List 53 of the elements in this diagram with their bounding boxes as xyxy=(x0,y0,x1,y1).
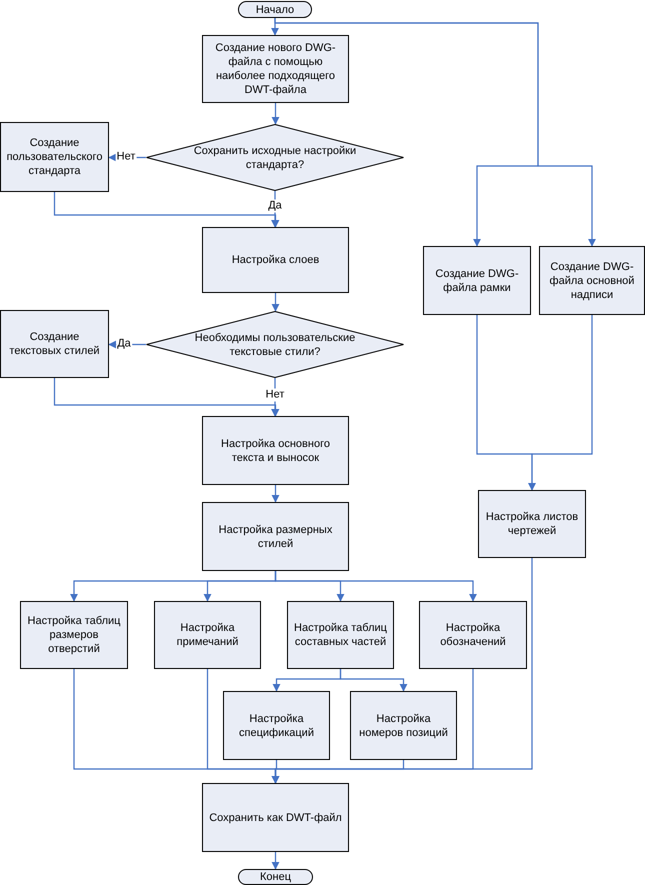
step-text: Создание нового DWG-файла с помощью наиболее подходящего DWT-файла xyxy=(214,41,337,97)
edge-label: Да xyxy=(267,200,283,212)
process-box xyxy=(202,416,349,485)
edge-label: Да xyxy=(116,338,132,350)
step-text: Настройка спецификаций xyxy=(238,712,315,740)
terminal-text: Начало xyxy=(256,2,294,16)
step-text: Создание пользовательского стандарта xyxy=(6,136,104,178)
arrow xyxy=(272,852,280,870)
process-box xyxy=(20,601,128,669)
arrow xyxy=(528,315,593,491)
arrow xyxy=(272,485,280,503)
arrow xyxy=(272,293,280,312)
process-box xyxy=(202,227,349,293)
edge-label: Нет xyxy=(116,150,136,164)
arrow xyxy=(340,669,408,692)
step-text: Настройка листов чертежей xyxy=(484,510,580,538)
process-box xyxy=(539,246,645,315)
process-box xyxy=(223,691,330,760)
step-text: Настройка обозначений xyxy=(439,621,507,649)
arrow xyxy=(274,571,477,602)
step-text: Настройка слоев xyxy=(232,253,320,267)
terminal-pill xyxy=(238,869,313,885)
process-box xyxy=(154,601,261,669)
process-box xyxy=(423,246,531,315)
process-box xyxy=(202,502,349,571)
process-box xyxy=(202,35,349,103)
step-text: Настройка размерных стилей xyxy=(218,522,334,550)
process-box xyxy=(350,691,457,760)
step-text: Настройка основного текста и выносок xyxy=(220,436,331,464)
step-text: Создание DWG-файла рамки xyxy=(434,266,520,294)
process-box xyxy=(0,310,109,378)
step-text: Настройка таблиц размеров отверстий xyxy=(26,614,122,656)
process-box xyxy=(419,601,527,669)
arrow xyxy=(274,18,596,247)
step-text: Сохранить как DWT-файл xyxy=(209,810,342,824)
arrow xyxy=(272,558,533,784)
terminal-text: Конец xyxy=(260,870,292,884)
process-box xyxy=(202,783,349,852)
question-text: Необходимы пользовательские текстовые стили? xyxy=(194,330,356,358)
process-box xyxy=(287,601,394,669)
edge-label: Нет xyxy=(264,388,286,402)
step-text: Настройка таблиц составных частей xyxy=(293,621,388,649)
process-box xyxy=(0,122,109,192)
process-box xyxy=(478,490,586,558)
arrow xyxy=(272,103,280,125)
question-text: Сохранить исходные настройки стандарта? xyxy=(192,144,358,172)
terminal-pill xyxy=(238,1,312,18)
step-text: Создание текстовых стилей xyxy=(8,330,101,358)
step-text: Создание DWG-файла основной надписи xyxy=(548,260,636,302)
arrow xyxy=(54,378,280,417)
arrow xyxy=(54,192,280,228)
step-text: Настройка примечаний xyxy=(176,621,240,649)
step-text: Настройка номеров позиций xyxy=(358,712,449,740)
